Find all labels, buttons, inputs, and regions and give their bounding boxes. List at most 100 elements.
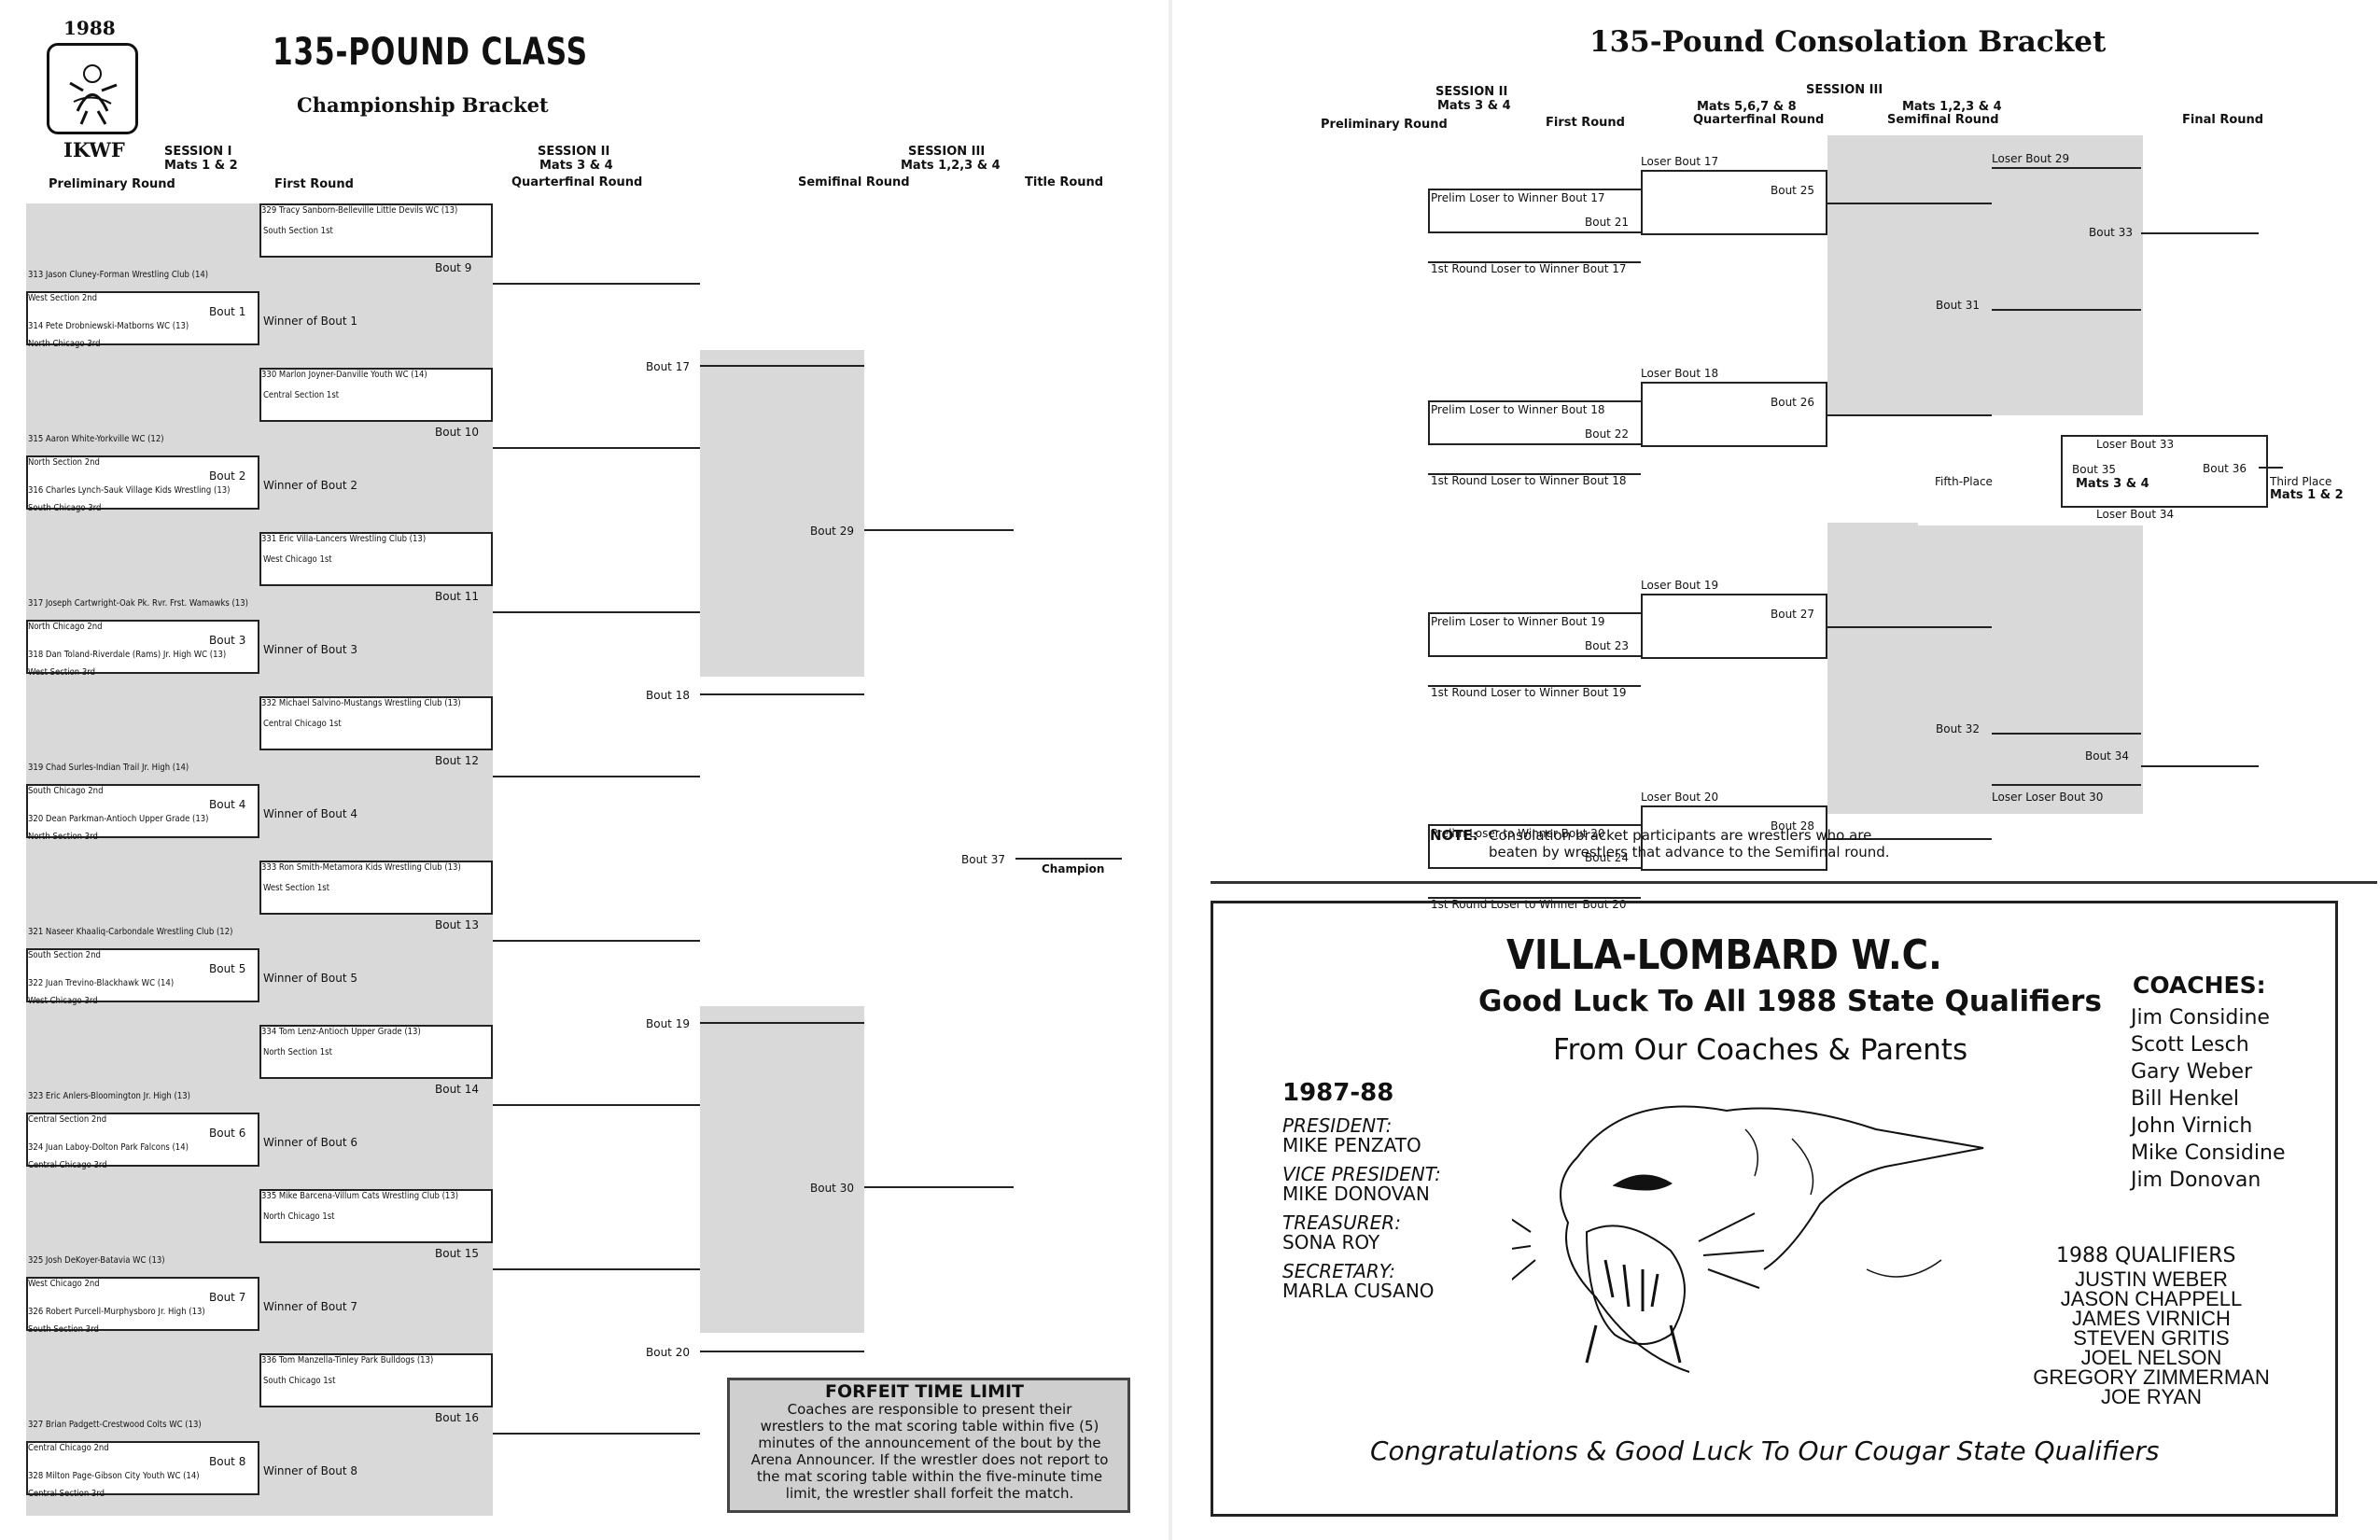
winner-label: Winner of Bout 2	[263, 479, 357, 492]
section-rank: South Section 2nd	[28, 950, 101, 960]
bracket-line	[2141, 231, 2259, 234]
qualifier-name: JOE RYAN	[2101, 1385, 2202, 1408]
round-label: First Round	[274, 177, 354, 191]
wrestler-name: 314 Pete Drobniewski-Matborns WC (13)	[28, 321, 189, 331]
cougar-drawing-icon	[1497, 1073, 1997, 1381]
winner-label: Winner of Bout 6	[263, 1136, 357, 1149]
section-rank: Central Section 3rd	[28, 1489, 105, 1499]
first-round-box	[259, 368, 493, 422]
officer-name: MIKE DONOVAN	[1282, 1183, 1430, 1205]
round-label: Quarterfinal Round	[511, 175, 643, 189]
consolation-prelim-box	[1428, 189, 1643, 233]
quarterfinal-bout-label: Bout 28	[1771, 819, 1814, 833]
section-rank: South Chicago 3rd	[28, 503, 102, 513]
officer-role: TREASURER:	[1282, 1211, 1401, 1234]
wrestler-name: 315 Aaron White-Yorkville WC (12)	[28, 434, 164, 444]
bracket-line	[1827, 203, 1992, 204]
section-rank: Central Chicago 1st	[263, 719, 342, 729]
qualifier-name: STEVEN GRITIS	[2073, 1326, 2230, 1350]
prelim-box	[26, 1441, 259, 1495]
first-round-box	[259, 1025, 493, 1079]
loser-label: Loser Bout 34	[2096, 508, 2175, 521]
bout-label: Bout 35	[2072, 463, 2116, 476]
section-rank: North Section 2nd	[28, 457, 100, 468]
note-text: Consolation bracket participants are wre…	[1489, 827, 1872, 844]
prelim-box	[26, 784, 259, 838]
consolation-entry: Prelim Loser to Winner Bout 20	[1431, 827, 1605, 840]
wrestler-name: 326 Robert Purcell-Murphysboro Jr. High …	[28, 1307, 205, 1317]
officer-role: VICE PRESIDENT:	[1282, 1163, 1441, 1185]
coach-name: Jim Considine	[2131, 1006, 2270, 1029]
semifinal-bout-label: Bout 29	[810, 525, 854, 538]
wrestler-name: 328 Milton Page-Gibson City Youth WC (14…	[28, 1471, 200, 1481]
bout-label: Bout 5	[209, 962, 246, 975]
first-round-box	[259, 1189, 493, 1243]
winner-label: Winner of Bout 4	[263, 807, 357, 820]
final-bout-label: Bout 37	[961, 853, 1005, 866]
bracket-line	[493, 1433, 700, 1435]
consolation-qf-box	[1641, 594, 1827, 659]
consolation-entry: Prelim Loser to Winner Bout 17	[1431, 191, 1605, 204]
mats-label: Mats 1 & 2	[2270, 488, 2344, 502]
loser-label: Loser Loser Bout 30	[1992, 791, 2104, 804]
ad-footer: Congratulations & Good Luck To Our Couga…	[1370, 1435, 2160, 1466]
year-label: 1988	[63, 17, 116, 39]
round-label: Quarterfinal Round	[1693, 113, 1825, 127]
winner-label: Winner of Bout 5	[263, 972, 357, 985]
qualifier-name: JOEL NELSON	[2080, 1346, 2222, 1369]
section-rank: West Chicago 3rd	[28, 996, 98, 1006]
bout-label: Bout 24	[1585, 851, 1629, 864]
section-rank: Central Section 1st	[263, 390, 340, 400]
bout-label: Bout 3	[209, 634, 246, 647]
club-ad	[1211, 901, 2338, 1517]
champion-line	[1015, 858, 1122, 860]
bout-label: Bout 9	[435, 261, 472, 274]
bout-label: Bout 15	[435, 1247, 479, 1260]
loser-label: Loser Bout 17	[1641, 155, 1719, 168]
prelim-box	[26, 291, 259, 345]
first-round-box	[259, 203, 493, 258]
section-rank: West Chicago 1st	[263, 554, 332, 565]
bracket-line	[700, 1351, 864, 1352]
consolation-qf-box	[1641, 382, 1827, 447]
bout-label: Bout 21	[1585, 216, 1629, 229]
wrestler-name: 318 Dan Toland-Riverdale (Rams) Jr. High…	[28, 650, 227, 660]
section-rank: South Chicago 1st	[263, 1376, 336, 1386]
bout-label: Bout 16	[435, 1411, 479, 1424]
first-round-box	[259, 532, 493, 586]
fifth-place-label: Fifth-Place	[1935, 475, 1993, 488]
coach-name: Bill Henkel	[2131, 1087, 2240, 1111]
bracket-line	[493, 1268, 700, 1270]
coach-name: Gary Weber	[2131, 1060, 2253, 1084]
semifinal-shade	[1827, 135, 2143, 415]
forfeit-text: wrestlers to the mat scoring table withi…	[760, 1418, 1099, 1435]
mats-label: Mats 3 & 4	[539, 159, 613, 173]
section-rank: South Section 1st	[263, 226, 333, 236]
officer-name: MIKE PENZATO	[1282, 1134, 1421, 1156]
qualifiers-title: 1988 QUALIFIERS	[2056, 1244, 2236, 1267]
semifinal-shade	[700, 350, 864, 677]
coach-name: John Virnich	[2131, 1114, 2253, 1138]
wrestler-name: 332 Michael Salvino-Mustangs Wrestling C…	[261, 698, 461, 708]
loser-label: Loser Bout 19	[1641, 579, 1719, 592]
section-rank: North Chicago 3rd	[28, 339, 101, 349]
winner-label: Winner of Bout 7	[263, 1300, 357, 1313]
bout-label: Bout 6	[209, 1127, 246, 1140]
bracket-line	[2141, 765, 2259, 768]
forfeit-text: the mat scoring table within the five-mi…	[756, 1468, 1103, 1485]
club-name: VILLA-LOMBARD W.C.	[1506, 931, 1942, 979]
prelim-box	[26, 1277, 259, 1331]
bracket-line	[493, 776, 700, 777]
ikwf-logo-icon	[47, 43, 138, 134]
bracket-line	[864, 1186, 1014, 1188]
prelim-box	[26, 1113, 259, 1167]
org-label: IKWF	[63, 138, 125, 161]
bracket-line	[2259, 467, 2283, 469]
first-round-box	[259, 696, 493, 750]
wrestler-name: 313 Jason Cluney-Forman Wrestling Club (…	[28, 270, 209, 280]
bout-label: Bout 2	[209, 469, 246, 483]
forfeit-text: limit, the wrestler shall forfeit the ma…	[785, 1485, 1074, 1502]
session-label: SESSION III	[1806, 83, 1883, 97]
forfeit-notice	[727, 1378, 1130, 1513]
fifth-place-box	[2061, 435, 2268, 508]
